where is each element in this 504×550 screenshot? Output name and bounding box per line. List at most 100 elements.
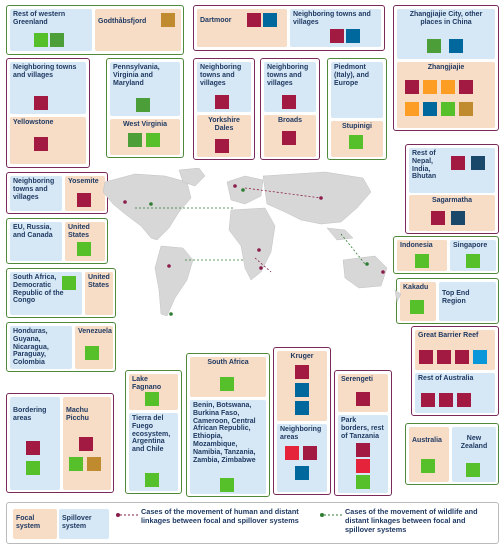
sdg15-icon xyxy=(466,463,480,477)
legend-frame: Focal system Spillover system Cases of t… xyxy=(6,502,499,544)
singapore-cell: Singapore xyxy=(450,240,496,271)
dartmoor-frame: Dartmoor Neighboring towns and villages xyxy=(193,5,385,51)
park-borders-label: Park borders, rest of Tanzania xyxy=(341,417,384,440)
lake-fagnano-frame: Lake Fagnano Tierra del Fuego ecosystem,… xyxy=(125,370,182,494)
neighbor-broads-label: Neighboring towns and villages xyxy=(267,64,309,87)
sdg8-icon xyxy=(330,29,344,43)
piedmont-label: Piedmont (Italy), and Europe xyxy=(334,64,370,87)
neighbor-yellowstone-label: Neighboring towns and villages xyxy=(13,64,77,79)
sdg15-icon xyxy=(415,254,429,268)
stupinigi-cell: Stupinigi xyxy=(331,121,383,157)
machu-picchu-cell: Machu Picchu xyxy=(63,397,111,490)
australia-label: Australia xyxy=(412,437,442,444)
rest-australia-cell: Rest of Australia xyxy=(415,373,495,413)
site-marker xyxy=(167,264,171,268)
greenland-shape xyxy=(178,168,206,187)
site-marker xyxy=(381,270,385,274)
africa-shape xyxy=(228,207,276,281)
sdg8-icon xyxy=(34,137,48,151)
site-marker xyxy=(123,200,127,204)
sdg15-icon xyxy=(85,346,99,360)
machu-picchu-label: Machu Picchu xyxy=(66,407,89,422)
zhangjiajie-city-label: Zhangjiajie City, other places in China xyxy=(409,11,483,26)
sdg8-icon xyxy=(431,211,445,225)
sdg16-icon xyxy=(263,13,277,27)
sdg15-icon xyxy=(62,276,76,290)
serengeti-cell: Serengeti xyxy=(338,374,388,412)
south-africa-label: South Africa xyxy=(207,359,249,366)
kruger-frame: Kruger Neighboring areas xyxy=(273,347,331,495)
sdg15-icon xyxy=(466,254,480,268)
sdg8-icon xyxy=(26,441,40,455)
australia-frame: Australia New Zealand xyxy=(405,423,499,485)
site-marker xyxy=(259,266,263,270)
yosemite-frame: Neighboring towns and villages Yosemite xyxy=(6,172,108,214)
sdg8-icon xyxy=(421,393,435,407)
new-zealand-cell: New Zealand xyxy=(452,427,496,482)
europe-shape xyxy=(226,175,264,205)
sdg12-icon xyxy=(459,102,473,116)
australia-shape xyxy=(342,255,388,289)
site-marker xyxy=(319,196,323,200)
yorkshire-cell: Yorkshire Dales xyxy=(197,115,251,157)
legend-human-text: Cases of the movement of human and dista… xyxy=(141,507,299,525)
sdg11-icon xyxy=(423,80,437,94)
tierra-cell: Tierra del Fuego ecosystem, Argentina an… xyxy=(129,413,178,491)
neighbor-yorkshire-label: Neighboring towns and villages xyxy=(200,64,242,87)
wildlife-linkage-line xyxy=(340,233,366,265)
sdg8-icon xyxy=(405,80,419,94)
sdg3-icon xyxy=(128,133,142,147)
sdg8-icon xyxy=(215,139,229,153)
sdg15-icon xyxy=(77,242,91,256)
south-america-shape xyxy=(154,245,194,317)
yosemite-cell: Yosemite xyxy=(65,176,105,211)
australia-cell: Australia xyxy=(409,427,449,482)
kakadu-label: Kakadu xyxy=(403,284,429,291)
indonesia-label: Indonesia xyxy=(400,242,433,249)
venezuela-frame: Honduras, Guyana, Nicaragua, Paraguay, C… xyxy=(6,322,116,372)
site-marker xyxy=(169,312,173,316)
bordering-label: Bordering areas xyxy=(13,407,47,422)
legend-focal-label: Focal system xyxy=(16,515,41,530)
broads-label: Broads xyxy=(277,117,303,124)
godthabsfjord-label: Godthåbsfjord xyxy=(98,18,147,25)
park-borders-cell: Park borders, rest of Tanzania xyxy=(338,415,388,493)
sdg8-icon xyxy=(459,80,473,94)
benin-cell: Benin, Botswana, Burkina Faso, Cameroon,… xyxy=(190,400,266,494)
yosemite-label: Yosemite xyxy=(68,178,99,185)
legend-human-line xyxy=(116,513,138,517)
neighbor-yorkshire-cell: Neighboring towns and villages xyxy=(197,62,251,112)
yellowstone-label: Yellowstone xyxy=(13,119,54,126)
dartmoor-label: Dartmoor xyxy=(200,17,232,24)
sdg11-icon xyxy=(441,80,455,94)
venezuela-cell: Venezuela xyxy=(75,326,113,369)
sdg15-icon xyxy=(145,392,159,406)
stupinigi-frame: Piedmont (Italy), and Europe Stupinigi xyxy=(327,58,387,160)
greenland-frame: Rest of western Greenland Godthåbsfjord xyxy=(6,5,184,55)
kruger-cell: Kruger xyxy=(277,351,327,421)
west-virginia-frame: Pennsylvania, Virginia and Maryland West… xyxy=(106,58,184,158)
sdg3-icon xyxy=(427,39,441,53)
eu-russia-frame: EU, Russia, and Canada United States xyxy=(6,218,108,264)
sdg3-icon xyxy=(136,98,150,112)
benin-label: Benin, Botswana, Burkina Faso, Cameroon,… xyxy=(193,402,256,464)
neighbor-kruger-label: Neighboring areas xyxy=(280,426,322,441)
singapore-frame: Indonesia Singapore xyxy=(393,236,499,274)
sdg16-icon xyxy=(423,102,437,116)
zhangjiajie-cell: Zhangjiajie xyxy=(397,62,495,128)
sdg15-icon xyxy=(441,102,455,116)
sdg8-icon xyxy=(303,446,317,460)
neighbor-broads-cell: Neighboring towns and villages xyxy=(264,62,316,112)
kakadu-cell: Kakadu xyxy=(400,282,436,321)
rest-australia-label: Rest of Australia xyxy=(418,375,474,382)
sdg8-icon xyxy=(282,131,296,145)
sdg15-icon xyxy=(220,478,234,492)
neighbor-dartmoor-cell: Neighboring towns and villages xyxy=(290,9,381,47)
sdg16-icon xyxy=(346,29,360,43)
legend-wildlife-text: Cases of the movement of wildlife and di… xyxy=(345,507,478,534)
neighbor-kruger-cell: Neighboring areas xyxy=(277,424,327,492)
south-africa-drc-frame: South Africa, Democratic Republic of the… xyxy=(6,268,116,318)
west-virginia-cell: West Virginia xyxy=(110,119,180,155)
serengeti-label: Serengeti xyxy=(341,376,373,383)
rest-nepal-label: Rest of Nepal, India, Bhutan xyxy=(412,150,437,181)
